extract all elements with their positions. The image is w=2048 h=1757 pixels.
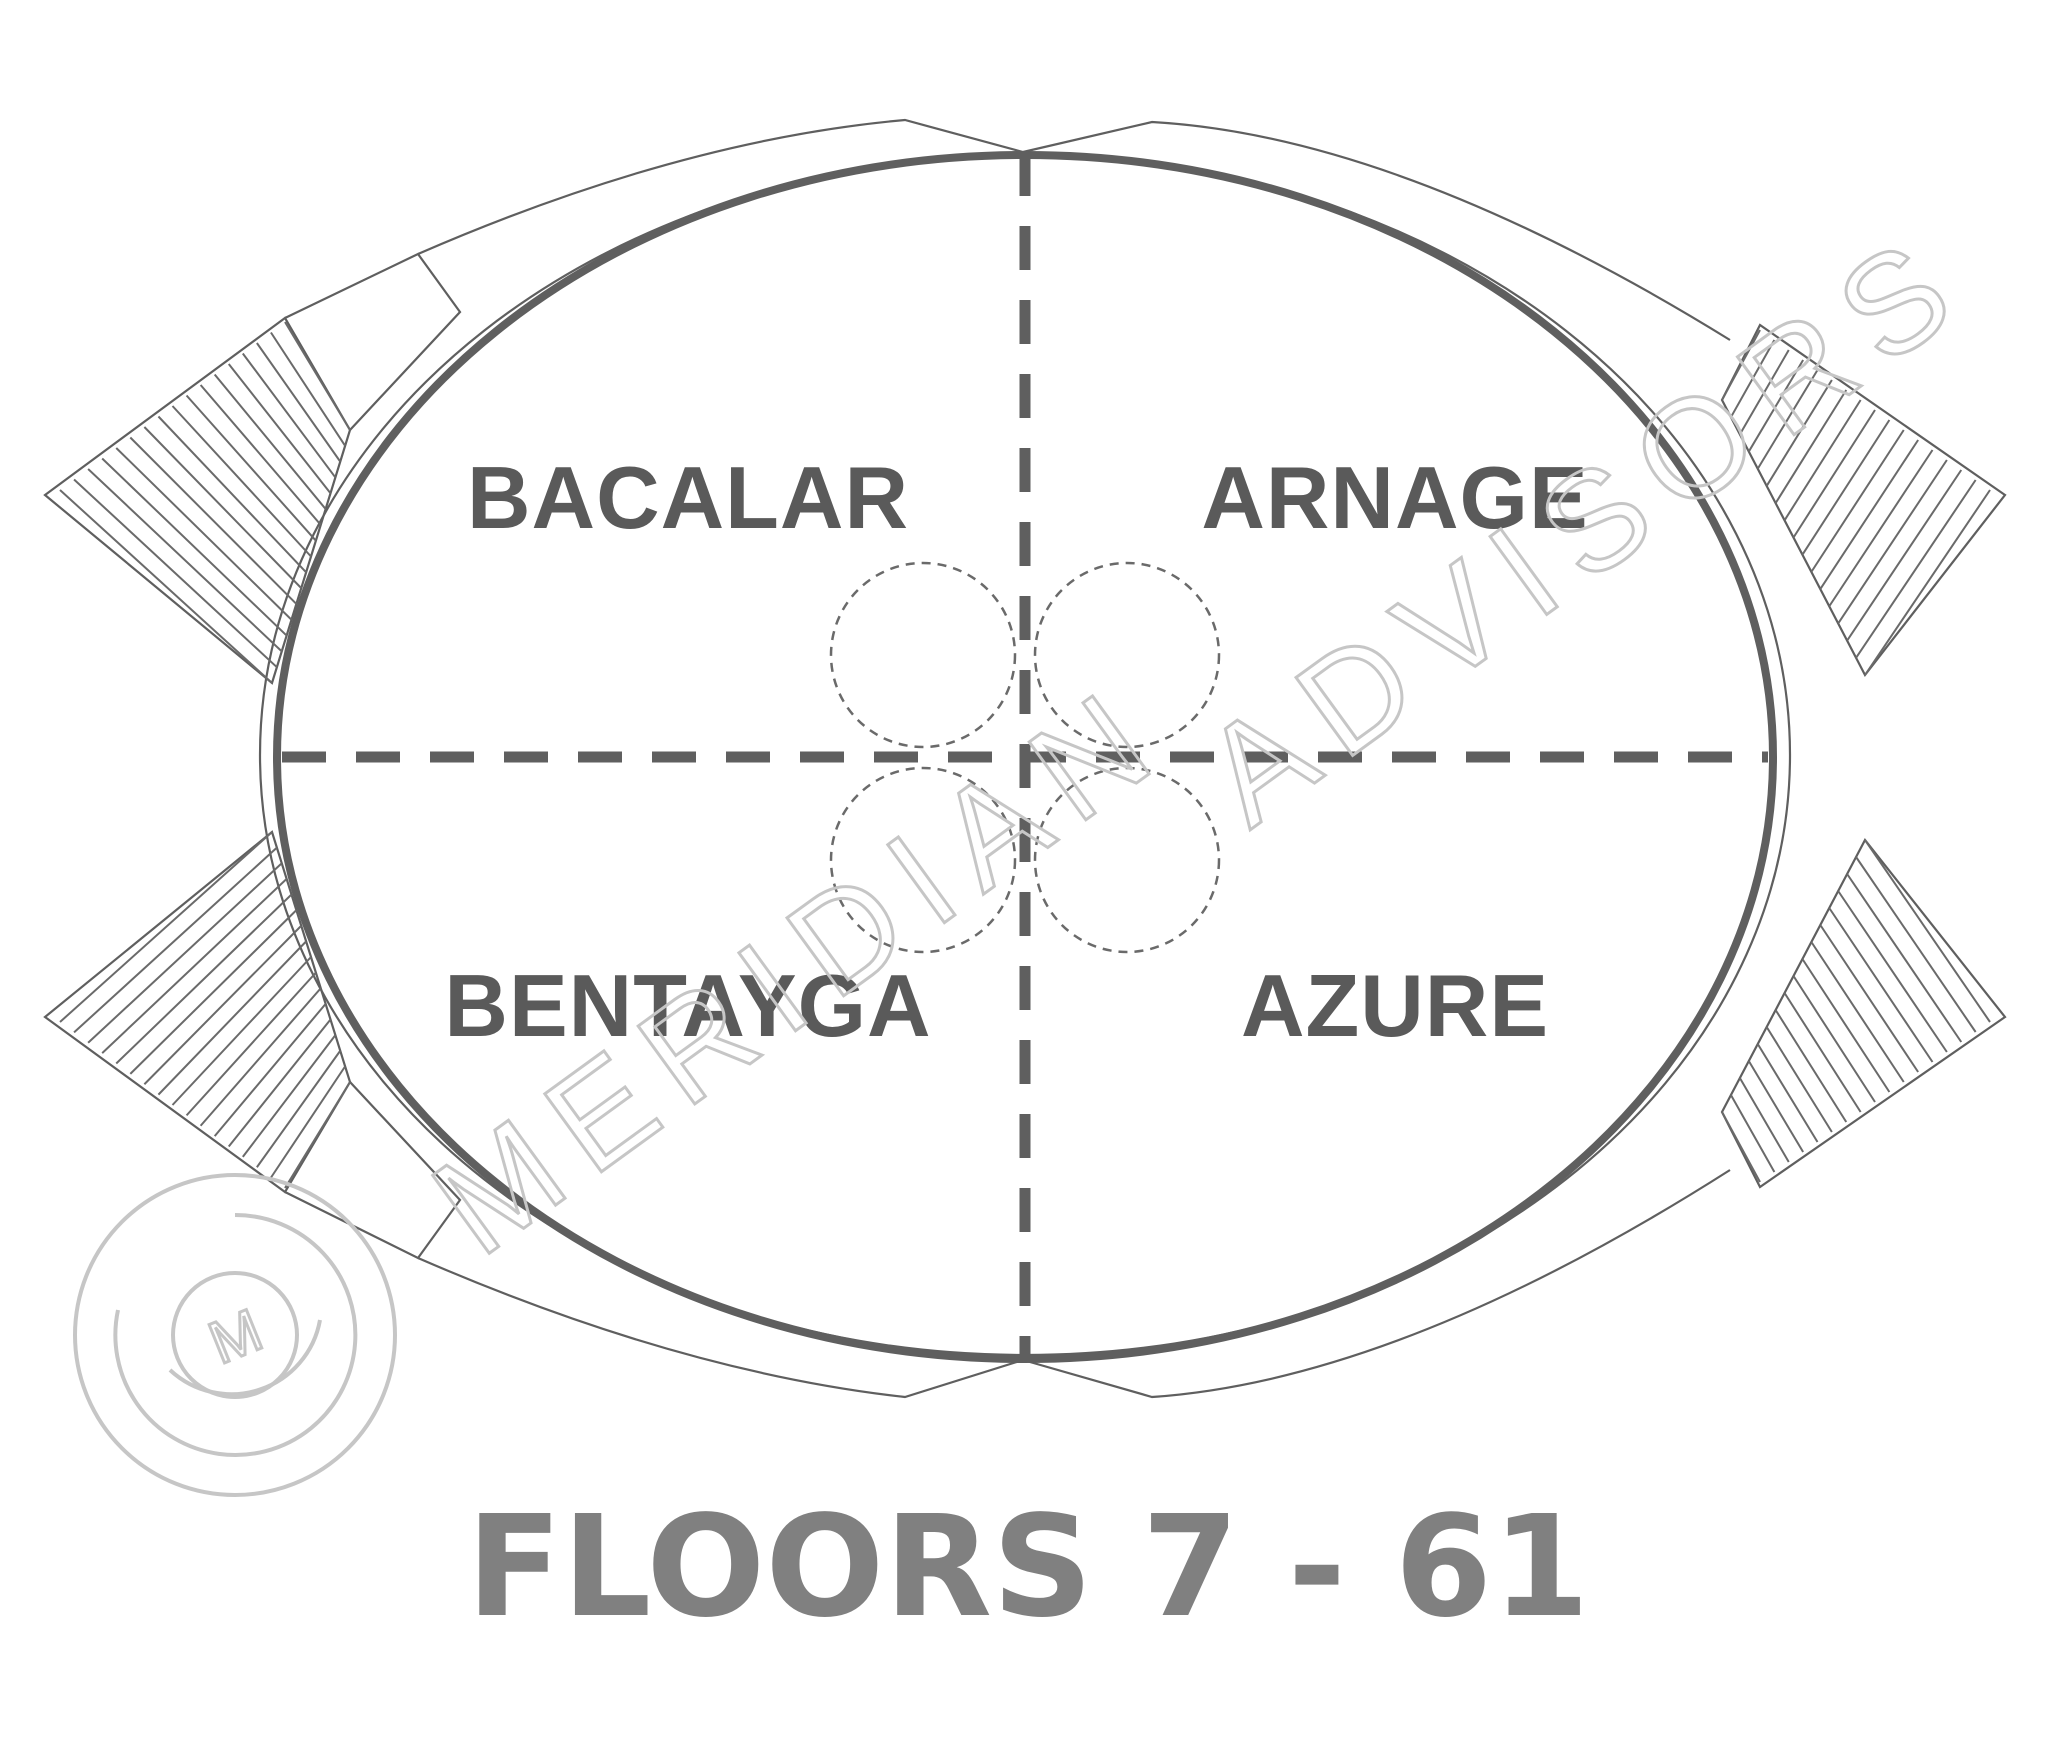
balcony-hatch-line	[1819, 924, 1919, 1073]
balcony-hatch-line	[1747, 1060, 1804, 1153]
balcony-hatch-line	[1855, 856, 1977, 1033]
balcony-hatch-line	[73, 846, 278, 1034]
balcony-hatch-line	[256, 342, 342, 463]
balcony-hatch-line	[1801, 958, 1891, 1093]
balcony-hatch-line	[185, 394, 317, 542]
balcony-hatch-line	[1730, 339, 1776, 418]
balcony-hatch-line	[143, 426, 302, 589]
balcony-hatch-line	[1739, 1077, 1790, 1163]
core-circles	[829, 561, 1221, 954]
balcony-hatch-line	[1846, 469, 1963, 642]
balcony-top-left	[43, 252, 462, 685]
balcony-hatch-line	[73, 478, 278, 668]
balcony-hatch-line	[1819, 439, 1919, 590]
balcony-hatch-line	[1828, 907, 1934, 1063]
balcony-hatch-line	[1774, 389, 1848, 504]
balcony-hatch-line	[87, 862, 283, 1044]
balcony-hatch-line	[227, 1018, 332, 1148]
balcony-hatch-line	[1774, 1009, 1848, 1123]
balcony-hatch-line	[157, 940, 307, 1096]
balcony-hatch-line	[270, 1065, 346, 1179]
balcony-hatch-line	[129, 909, 298, 1075]
balcony-hatch-line	[115, 893, 293, 1065]
balcony-hatch-line	[1756, 369, 1819, 470]
balcony-hatch-line	[1792, 409, 1876, 539]
core-circle-top-right	[1033, 561, 1221, 749]
balcony-top-right	[1720, 323, 2007, 678]
balcony-hatch-line	[256, 1050, 342, 1168]
balcony-hatch-line	[157, 415, 307, 574]
balcony-hatch-line	[227, 363, 332, 494]
balcony-hatch-line	[59, 489, 273, 684]
balcony-hatch-line	[59, 831, 273, 1023]
balcony-hatch-line	[1864, 839, 1991, 1023]
balcony-hatch-line	[185, 971, 317, 1117]
balcony-hatch-line	[1801, 419, 1891, 556]
unit-label-arnage: ARNAGE	[1201, 448, 1588, 547]
core-circle-bottom-right	[1033, 766, 1221, 954]
balcony-hatch-line	[115, 447, 293, 621]
balcony-hatch-line	[1783, 992, 1862, 1113]
balcony-hatch-line	[1721, 329, 1761, 401]
balcony-hatch-line	[284, 1081, 351, 1189]
balcony-hatch-line	[171, 956, 312, 1106]
balcony-hatch-line	[1810, 429, 1905, 573]
balcony-hatch-line	[1765, 1026, 1833, 1133]
balcony-hatch-line	[1864, 489, 1991, 676]
balcony-hatch-line	[284, 321, 351, 431]
balcony-hatch-line	[213, 1003, 327, 1137]
balcony-hatch-line	[1837, 459, 1948, 624]
balcony-hatch-line	[213, 373, 327, 510]
balcony-hatch-line	[1792, 975, 1876, 1103]
balcony-hatch-line	[270, 331, 346, 447]
balcony-hatch-line	[1739, 349, 1790, 435]
floor-range-caption: FLOORS 7 - 61	[466, 1486, 1589, 1649]
balcony-hatch-line	[1855, 479, 1977, 659]
balcony-bottom-right	[1720, 837, 2007, 1189]
balcony-hatch-line	[1837, 890, 1948, 1053]
balcony-hatch-line	[199, 384, 322, 526]
core-circle-bottom-left	[829, 766, 1017, 954]
unit-label-azure: AZURE	[1241, 956, 1549, 1055]
balcony-hatch-line	[1846, 873, 1963, 1043]
balcony-hatch-line	[1756, 1043, 1819, 1143]
balcony-hatch-line	[101, 878, 288, 1054]
balcony-hatch-line	[101, 457, 288, 637]
balcony-hatch-line	[1721, 1111, 1761, 1183]
balcony-hatch-line	[242, 352, 337, 479]
balcony-hatch-line	[129, 436, 298, 605]
balcony-hatch-line	[1783, 399, 1862, 521]
balcony-hatch-line	[199, 987, 322, 1127]
balcony-hatch-line	[171, 405, 312, 558]
watermark-logo	[73, 1173, 397, 1497]
unit-label-bacalar: BACALAR	[467, 448, 909, 547]
watermark-logo-letter: M	[200, 1296, 271, 1377]
unit-label-bentayga: BENTAYGA	[444, 956, 931, 1055]
watermark: M MERIDIAN ADVISORS	[73, 197, 1997, 1497]
core-circle-top-left	[829, 561, 1017, 749]
balcony-hatch-line	[1747, 359, 1804, 453]
balcony-hatch-line	[1828, 449, 1934, 607]
balcony-hatch-line	[1765, 379, 1833, 487]
balcony-hatch-line	[242, 1034, 337, 1158]
balcony-hatch-line	[143, 925, 302, 1085]
balcony-hatch-line	[1730, 1094, 1776, 1173]
balcony-hatch-line	[1810, 941, 1905, 1083]
balcony-bottom-left	[43, 830, 462, 1260]
balcony-hatch-line	[87, 468, 283, 653]
